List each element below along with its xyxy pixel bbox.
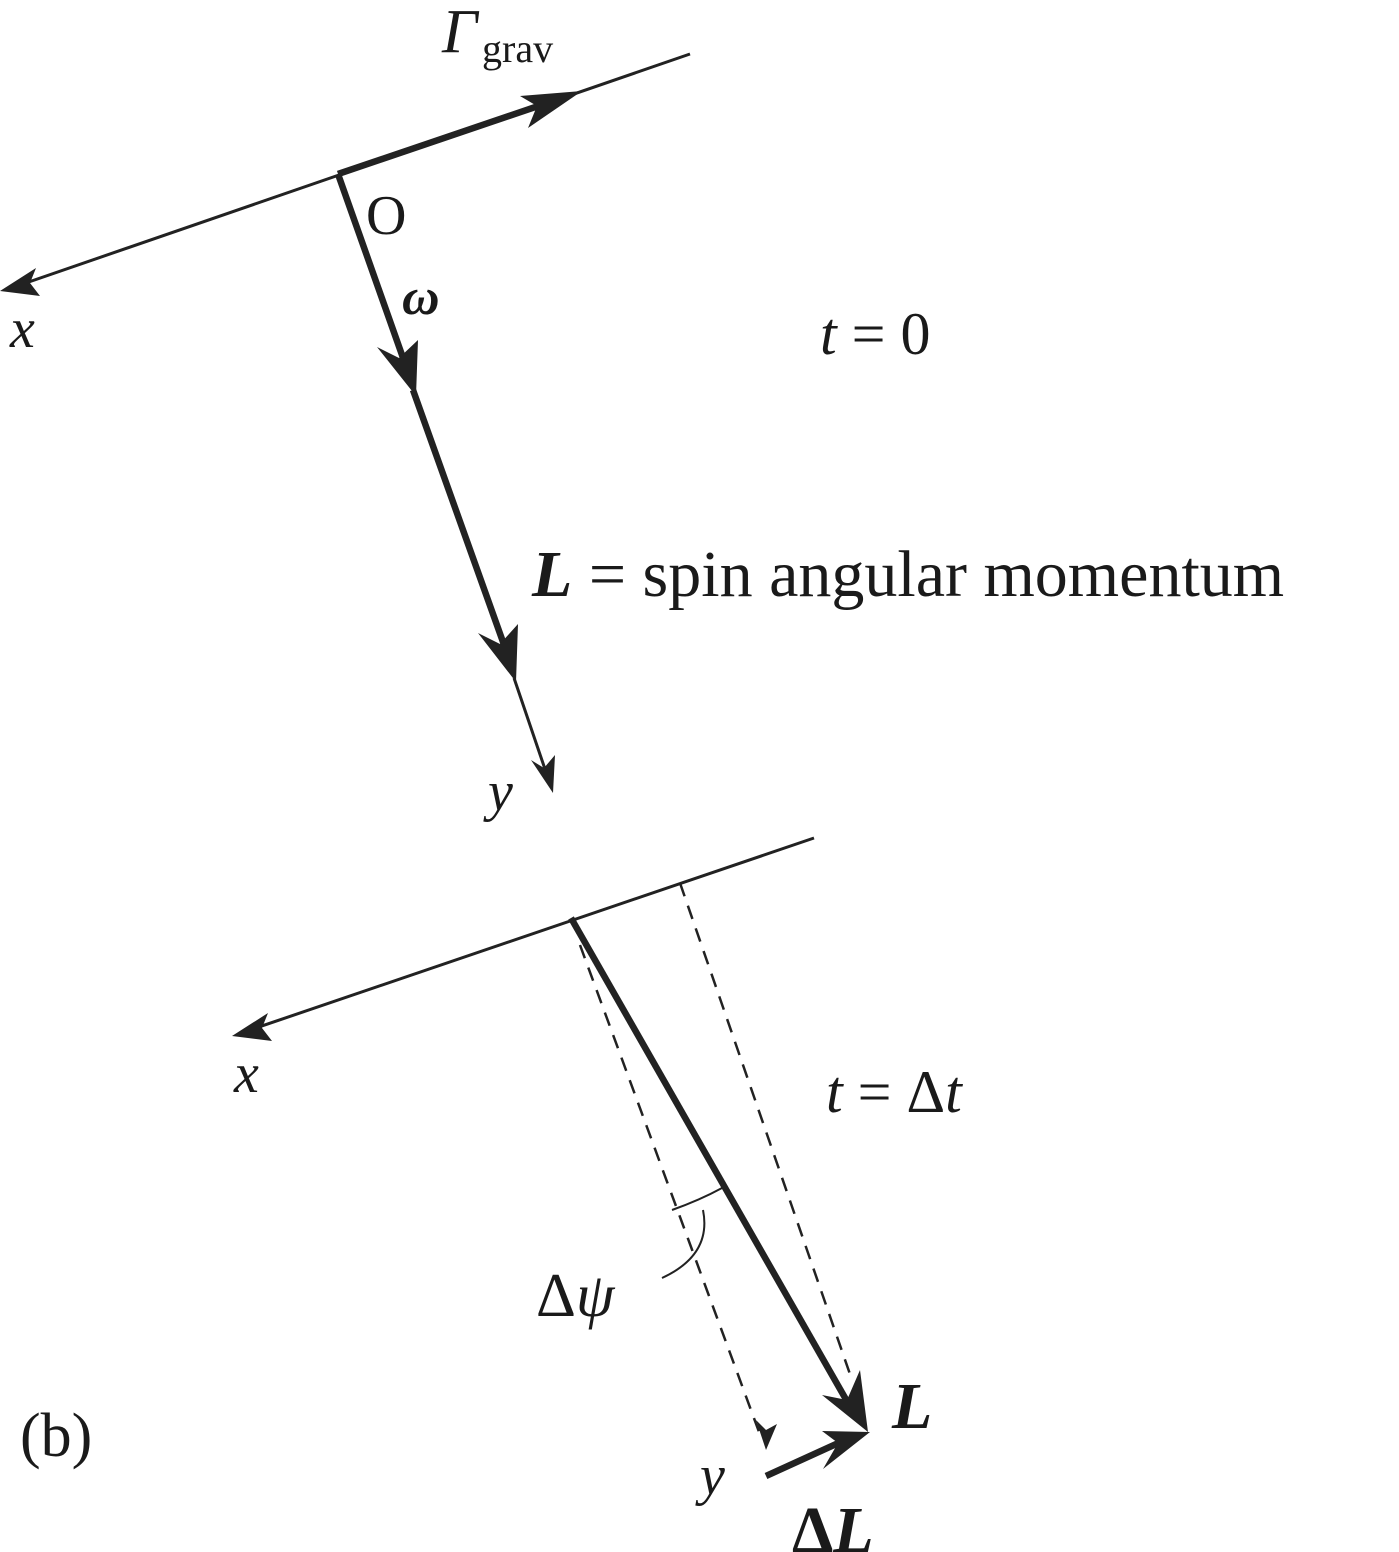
time-label-tdt: t = Δt bbox=[826, 1059, 963, 1125]
dashed-parallel-line bbox=[678, 882, 854, 1381]
delta-L-arrowhead bbox=[822, 1431, 870, 1469]
delta-L-label: ΔL bbox=[792, 1494, 874, 1552]
x-axis-arrowhead-t0 bbox=[0, 268, 40, 296]
x-axis-label-t0: x bbox=[9, 298, 35, 360]
L-label-tdt: L bbox=[891, 1370, 932, 1443]
dashed-y-arrowhead bbox=[756, 1420, 777, 1450]
y-axis-arrowhead-t0 bbox=[531, 755, 555, 793]
y-axis-label-t0: y bbox=[483, 761, 513, 823]
origin-label: O bbox=[366, 185, 406, 247]
x-axis-label-tdt: x bbox=[233, 1043, 259, 1105]
x-axis-line-tdt bbox=[249, 836, 815, 1032]
L-arrowhead-t0 bbox=[478, 624, 518, 682]
L-description: L = spin angular momentum bbox=[531, 538, 1284, 611]
L-vector-t0 bbox=[409, 388, 512, 658]
y-axis-line-t0 bbox=[512, 677, 549, 776]
torque-arrowhead bbox=[520, 91, 582, 128]
dashed-old-y-axis bbox=[578, 944, 764, 1441]
x-axis-arrowhead-tdt bbox=[232, 1013, 272, 1041]
torque-symbol: Γ bbox=[441, 0, 480, 66]
torque-subscript: grav bbox=[482, 26, 553, 71]
delta-L-vector bbox=[764, 1437, 847, 1479]
L-arrowhead-tdt bbox=[822, 1370, 868, 1432]
time-label-t0: t = 0 bbox=[820, 301, 931, 367]
y-axis-label-tdt: y bbox=[695, 1445, 725, 1507]
L-vector-tdt bbox=[568, 916, 855, 1412]
omega-vector bbox=[334, 172, 412, 374]
omega-arrowhead bbox=[377, 340, 418, 396]
panel-tag-b: (b) bbox=[20, 1402, 92, 1470]
panel-t-delta: x y t = Δt Δψ L ΔL (b) bbox=[20, 836, 963, 1552]
angle-arc bbox=[671, 1187, 723, 1211]
panel-t0: Γ grav O ω x y t = 0 L = spin angular mo… bbox=[0, 0, 1284, 823]
omega-label: ω bbox=[402, 269, 440, 326]
angle-leader-line bbox=[661, 1209, 706, 1279]
torque-vector bbox=[336, 96, 558, 178]
delta-psi-label: Δψ bbox=[536, 1262, 616, 1330]
